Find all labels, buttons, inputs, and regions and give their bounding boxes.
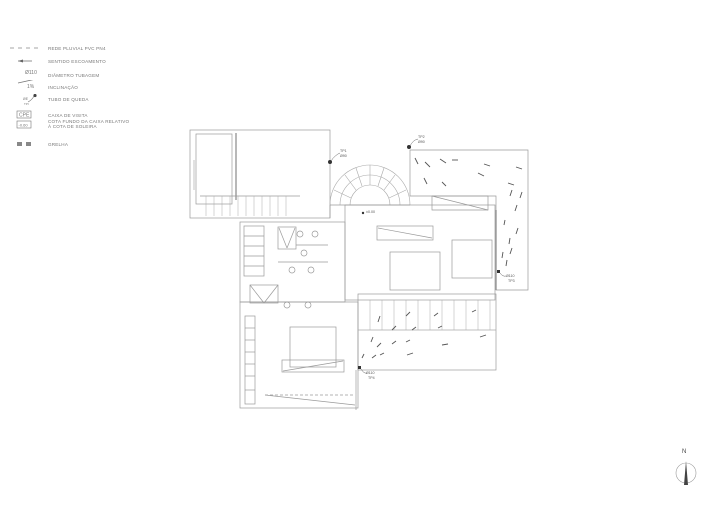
level-mark: ±0.00: [361, 210, 375, 215]
grate-icon: [17, 142, 31, 146]
legend-label: CAIXA DE VISITA COTA FUNDO DA CAIXA RELA…: [48, 113, 130, 129]
downpipe-tp4: Ø110 TP4: [358, 366, 375, 380]
svg-text:CPE: CPE: [19, 113, 30, 119]
legend-item-grate: GRELHA: [6, 138, 206, 152]
legend-label: REDE PLUVIAL PVC PN4: [48, 46, 106, 51]
slope-icon: 1%: [17, 80, 35, 90]
legend-item-slope: 1% INCLINAÇÃO: [6, 80, 206, 94]
compass-icon: [675, 461, 697, 485]
svg-text:Ø110: Ø110: [506, 274, 515, 278]
bed-2: [451, 239, 493, 279]
flow-arrows: [361, 157, 523, 359]
svg-text:Ø110: Ø110: [366, 371, 375, 375]
upper-left-block: [189, 129, 331, 219]
legend-item-rain-network: REDE PLUVIAL PVC PN4: [6, 42, 206, 56]
downpipe-tp3: Ø110 TP3: [497, 270, 515, 283]
master-bedroom: [344, 204, 496, 301]
legend-label: SENTIDO ESCOAMENTO: [48, 59, 106, 64]
legend-label: INCLINAÇÃO: [48, 85, 79, 90]
spiral-staircase: [329, 164, 411, 206]
svg-text:TP2: TP2: [418, 135, 425, 139]
svg-text:±0.00: ±0.00: [366, 210, 375, 214]
legend-label: DIÂMETRO TUBAGEM: [48, 73, 100, 78]
legend-item-flow-direction: SENTIDO ESCOAMENTO: [6, 54, 206, 68]
bed-1: [389, 251, 441, 291]
bed-3: [289, 326, 337, 368]
inspection-box-icon: CPE -0.60: [16, 110, 32, 129]
svg-text:TPI: TPI: [24, 102, 29, 106]
lower-bedroom: [239, 301, 359, 409]
north-arrow: N: [670, 449, 702, 489]
legend-label: TUBO DE QUEDA: [48, 97, 89, 102]
svg-text:Ø90: Ø90: [340, 154, 347, 158]
svg-text:Ø110: Ø110: [25, 70, 37, 76]
svg-text:ØE: ØE: [23, 97, 29, 101]
upper-right-terrace: [409, 149, 529, 291]
legend-item-pipe-diameter: Ø110 DIÂMETRO TUBAGEM: [6, 68, 206, 82]
legend-label: GRELHA: [48, 142, 69, 147]
downpipe-tp2: TP2 Ø90: [407, 135, 425, 149]
downpipe-tp1: TP1 Ø90: [328, 149, 347, 164]
svg-text:1%: 1%: [27, 84, 35, 90]
svg-text:TP1: TP1: [340, 149, 347, 153]
dashed-line-icon: [10, 47, 40, 49]
svg-text:-0.60: -0.60: [19, 123, 29, 128]
svg-text:Ø90: Ø90: [418, 140, 425, 144]
svg-text:TP3: TP3: [508, 279, 515, 283]
flow-arrow-icon: [18, 59, 32, 63]
north-label: N: [682, 449, 687, 455]
legend-item-inspection-box: CPE -0.60 CAIXA DE VISITA COTA FUNDO DA C…: [6, 110, 206, 132]
lower-right-terrace: [357, 293, 497, 371]
svg-text:TP4: TP4: [368, 376, 375, 380]
pipe-diameter-icon: Ø110: [25, 70, 37, 76]
